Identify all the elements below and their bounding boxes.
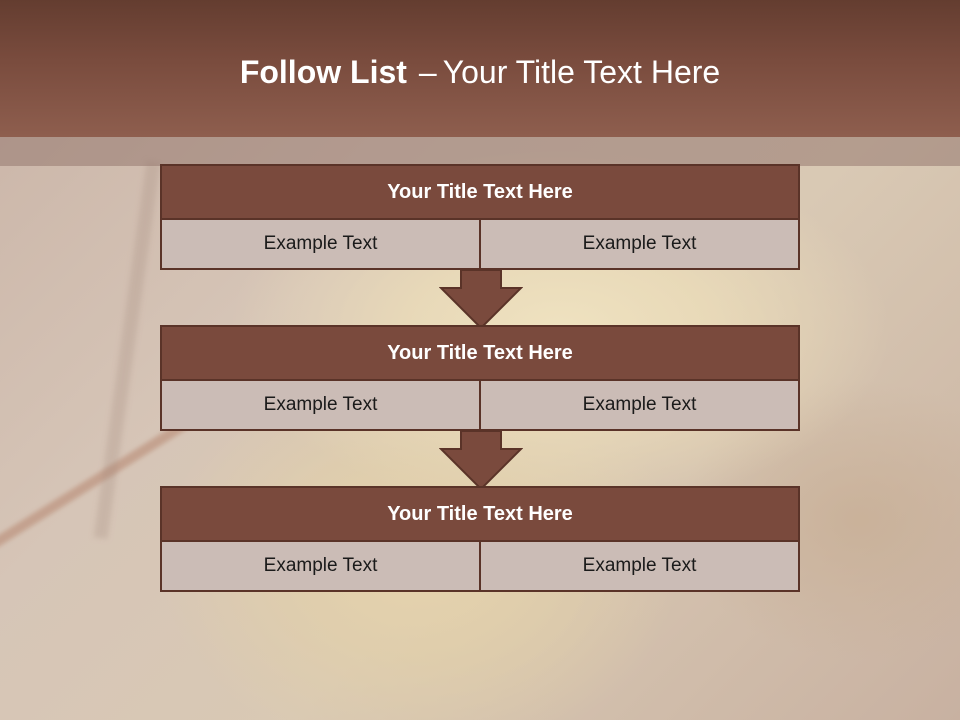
slide-title-bold: Follow List [239,54,407,90]
block-title: Your Title Text Here [160,486,800,542]
block-cell-left: Example Text [160,542,479,592]
list-block-3: Your Title Text Here Example Text Exampl… [160,486,800,592]
header-band [0,137,960,166]
header-bar [0,0,960,137]
slide-title: Follow List–Your Title Text Here [0,54,960,91]
block-title: Your Title Text Here [160,164,800,220]
down-arrow-icon [439,270,523,330]
block-row: Example Text Example Text [160,381,800,431]
down-arrow-icon [439,431,523,491]
list-block-2: Your Title Text Here Example Text Exampl… [160,325,800,431]
block-row: Example Text Example Text [160,220,800,270]
block-title: Your Title Text Here [160,325,800,381]
block-cell-right: Example Text [479,542,800,592]
block-cell-right: Example Text [479,220,800,270]
block-cell-right: Example Text [479,381,800,431]
block-cell-left: Example Text [160,381,479,431]
list-block-1: Your Title Text Here Example Text Exampl… [160,164,800,270]
block-row: Example Text Example Text [160,542,800,592]
slide-title-rest: Your Title Text Here [442,54,721,90]
slide-title-dash: – [418,54,437,90]
block-cell-left: Example Text [160,220,479,270]
